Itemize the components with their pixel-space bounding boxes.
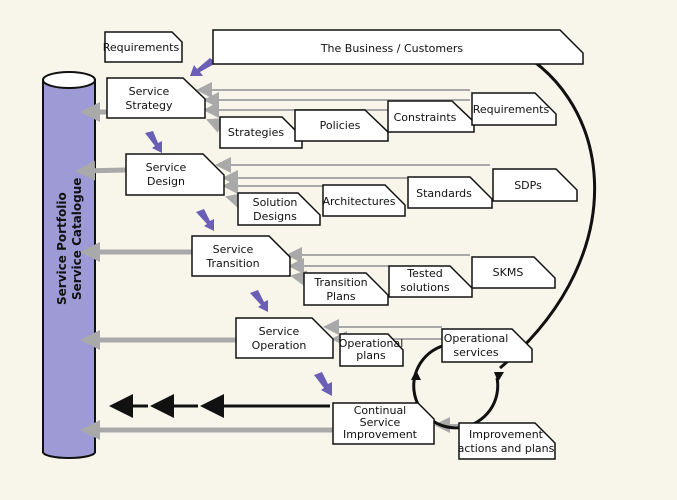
feedback-to-business-arc <box>499 42 596 370</box>
box-requirements-top: Requirements <box>103 31 183 63</box>
svg-text:Policies: Policies <box>320 119 361 132</box>
cylinder-label-catalogue: Service Catalogue <box>70 178 84 300</box>
box-business-customers: The Business / Customers <box>212 29 584 65</box>
svg-text:SDPs: SDPs <box>514 179 542 192</box>
lifecycle-flow-arrows <box>145 58 332 396</box>
svg-text:SKMS: SKMS <box>493 266 524 279</box>
svg-text:Constraints: Constraints <box>394 111 457 124</box>
input-requirements: Requirements <box>471 92 557 126</box>
input-standards: Standards <box>407 176 493 209</box>
outputs-to-portfolio <box>75 102 333 440</box>
input-constraints: Constraints <box>387 100 475 133</box>
svg-text:Architectures: Architectures <box>322 195 395 208</box>
svg-text:Service Catalogue: Service Catalogue <box>70 178 84 300</box>
svg-text:Requirements: Requirements <box>473 103 550 116</box>
input-sdps: SDPs <box>492 168 578 202</box>
svg-text:The Business / Customers: The Business / Customers <box>320 42 464 55</box>
svg-text:Standards: Standards <box>416 187 472 200</box>
cylinder-label-portfolio: Service Portfolio <box>55 192 69 305</box>
svg-text:Service Portfolio: Service Portfolio <box>55 192 69 305</box>
service-portfolio-cylinder: Service Portfolio Service Catalogue <box>42 71 96 459</box>
svg-text:Requirements: Requirements <box>103 41 180 54</box>
input-skms: SKMS <box>471 256 556 289</box>
svg-text:Strategies: Strategies <box>228 126 284 139</box>
input-strategies: Strategies <box>219 116 303 149</box>
input-policies: Policies <box>294 109 389 142</box>
input-architectures: Architectures <box>322 184 406 217</box>
